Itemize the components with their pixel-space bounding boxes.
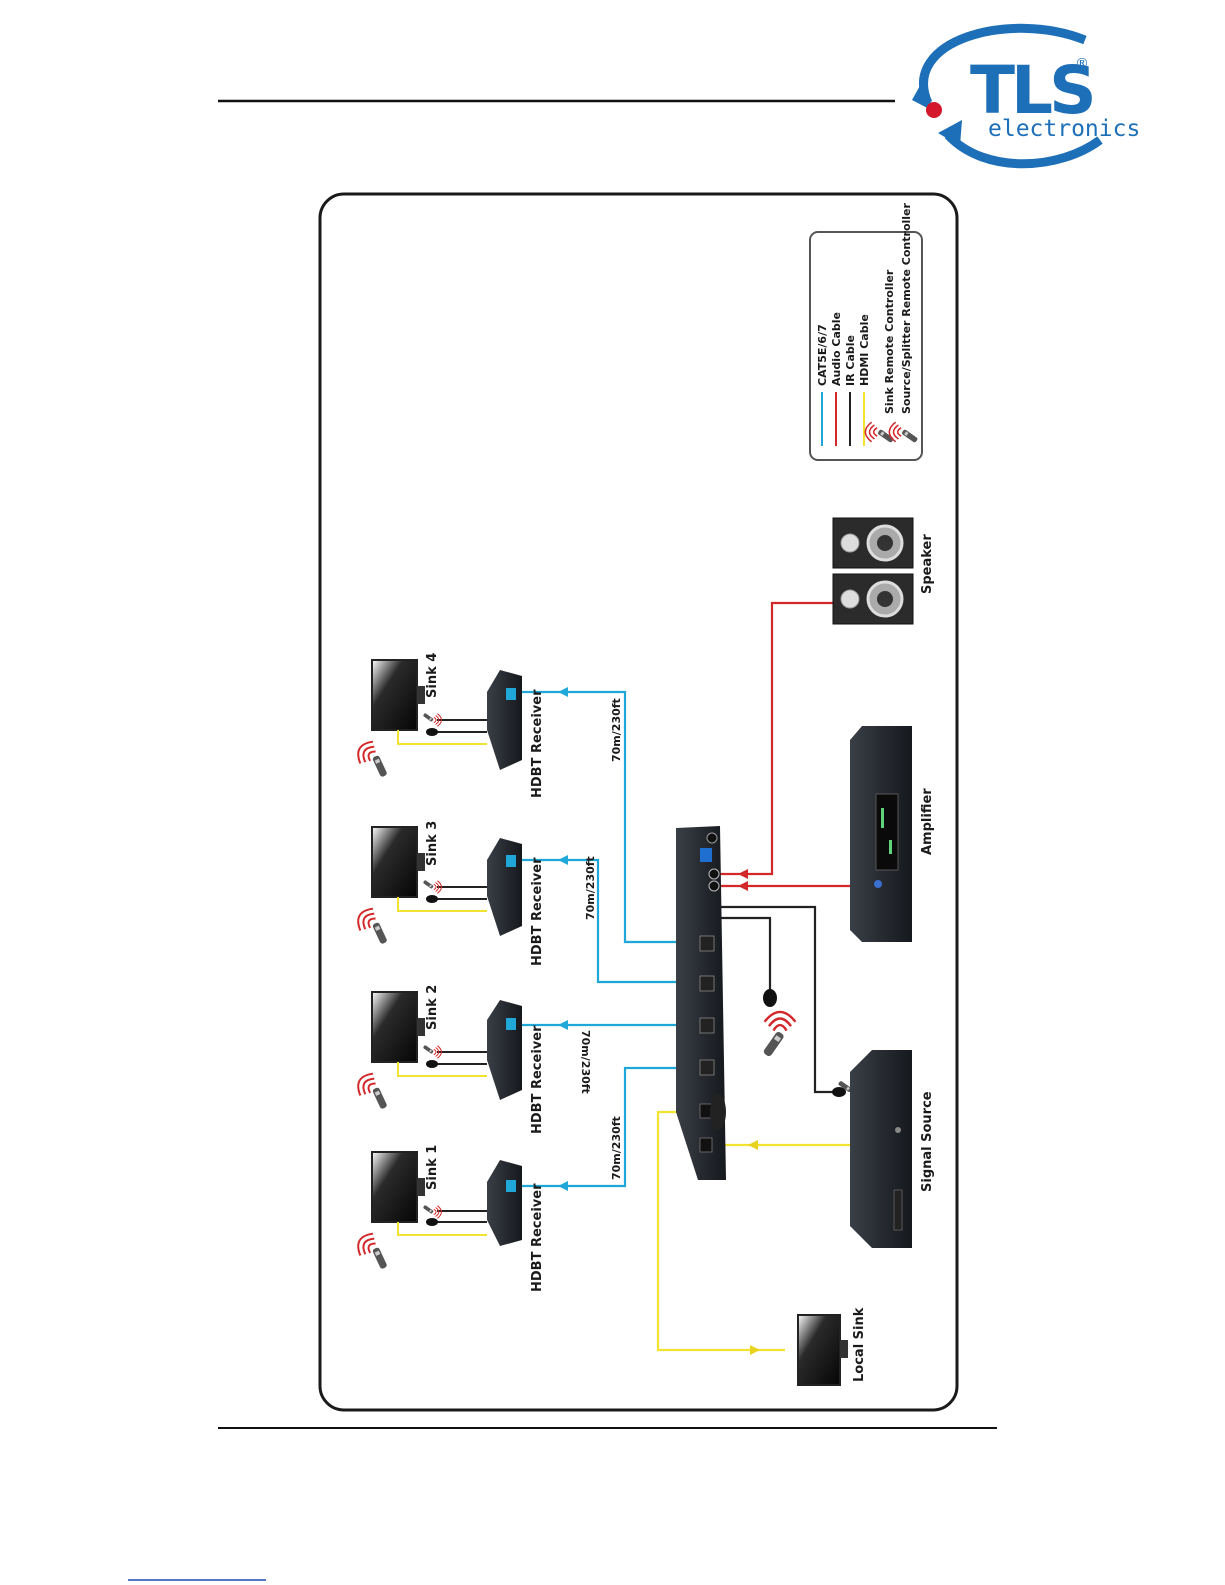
ir-eye-icon — [763, 989, 777, 1007]
local-sink: Local Sink — [798, 1307, 867, 1385]
legend-label-cat: CAT5E/6/7 — [816, 324, 829, 386]
receiver-1-label: HDBT Receiver — [530, 1183, 545, 1292]
distance-2-label: 70m/230ft — [579, 1030, 592, 1094]
speaker-icon — [841, 590, 859, 608]
speaker-icon — [841, 534, 859, 552]
distance-3-label: 70m/230ft — [584, 856, 597, 920]
sink-2-label: Sink 2 — [425, 985, 440, 1030]
logo-dot-icon — [926, 102, 942, 118]
receiver-3-label: HDBT Receiver — [530, 857, 545, 966]
logo-registered: ® — [1075, 56, 1089, 72]
signal-source-label: Signal Source — [920, 1091, 935, 1192]
local-sink-label: Local Sink — [852, 1307, 867, 1382]
distance-1-label: 70m/230ft — [610, 1116, 623, 1180]
receiver-2-label: HDBT Receiver — [530, 1025, 545, 1134]
tv-icon — [372, 1152, 417, 1222]
legend-label-source-remote: Source/Splitter Remote Controller — [900, 202, 913, 414]
receiver-4-label: HDBT Receiver — [530, 689, 545, 798]
tv-icon — [372, 992, 417, 1062]
sink-1-label: Sink 1 — [425, 1145, 440, 1190]
sink-3-label: Sink 3 — [425, 821, 440, 866]
tv-icon — [372, 660, 417, 730]
distance-4-label: 70m/230ft — [610, 698, 623, 762]
legend-label-hdmi: HDMI Cable — [858, 314, 871, 386]
legend-label-sink-remote: Sink Remote Controller — [883, 269, 896, 414]
legend: CAT5E/6/7 Audio Cable IR Cable HDMI Cabl… — [810, 202, 922, 460]
tv-icon — [372, 827, 417, 897]
legend-label-audio: Audio Cable — [830, 312, 843, 386]
amplifier-label: Amplifier — [920, 788, 935, 855]
logo-subtitle: electronics — [988, 116, 1140, 142]
sink-4-label: Sink 4 — [425, 653, 440, 698]
speaker-label: Speaker — [920, 534, 935, 594]
tv-icon — [798, 1315, 840, 1385]
legend-label-ir: IR Cable — [844, 335, 857, 386]
tls-logo: TLS ® electronics — [912, 28, 1140, 163]
hdbt-splitter — [676, 826, 726, 1180]
